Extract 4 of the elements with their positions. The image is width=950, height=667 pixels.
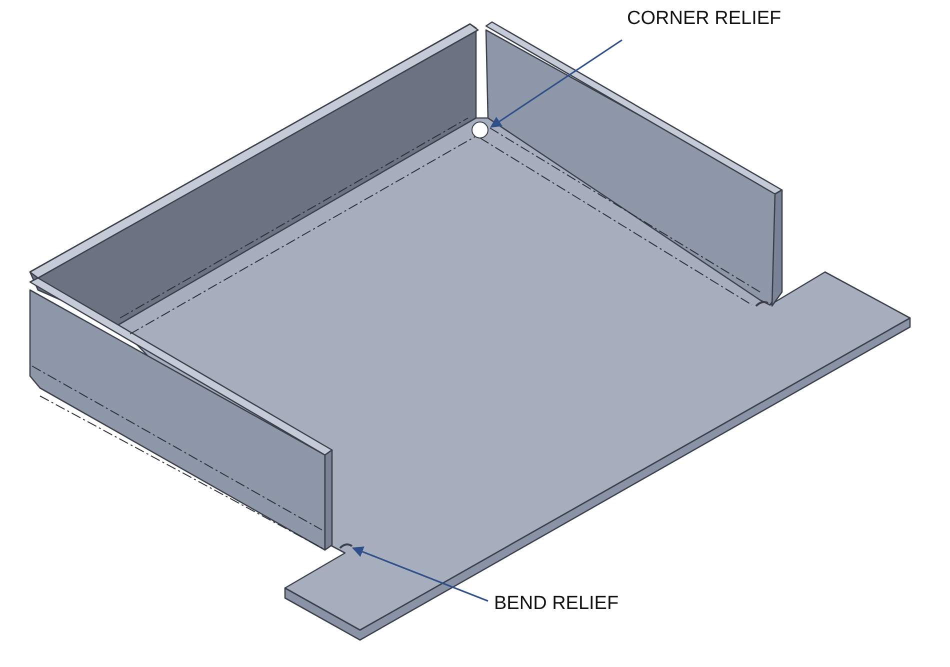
leader-line [490,39,622,128]
callout-label: BEND RELIEF [494,594,619,615]
callout-label: CORNER RELIEF [627,9,782,30]
leader-line [352,546,488,602]
